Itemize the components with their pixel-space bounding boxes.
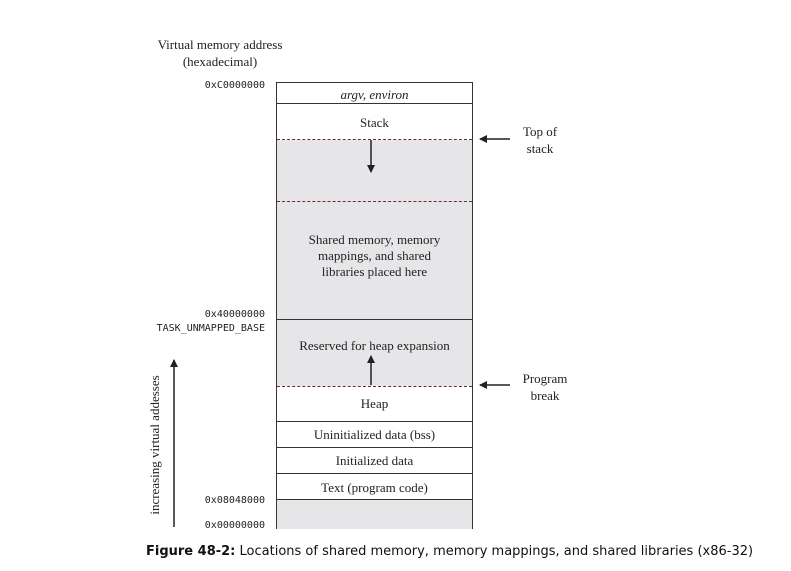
top-of-stack-label: Top of stack [522,124,558,156]
axis-title-line2: (hexadecimal) [182,54,258,69]
shared-upper-line [277,201,472,202]
figure-caption: Figure 48-2: Locations of shared memory,… [146,544,753,559]
divider-text [277,499,472,500]
divider-task-unmapped [277,319,472,320]
bss-label: Uninitialized data (bss) [313,427,436,442]
increasing-addresses-label: increasing virtual addesses [147,375,162,515]
divider-heap [277,421,472,422]
address-top: 0xC0000000 [204,80,265,91]
address-bottom: 0x00000000 [204,520,265,531]
caption-label: Figure 48-2: [146,544,236,559]
shared-memory-label: Shared memory, memory mappings, and shar… [308,232,441,279]
divider-data [277,473,472,474]
top-of-stack-line [277,139,472,140]
argv-environ-label: argv, environ [340,87,409,102]
address-middle: 0x40000000 [204,309,265,320]
divider-argv [277,103,472,104]
memory-layout-diagram: argv, environ Stack Shared memory, memor… [276,82,473,529]
program-break-line [277,386,472,387]
divider-bss [277,447,472,448]
low-unmapped-region [277,500,472,529]
shared-region [277,140,472,320]
address-middle-name: TASK_UNMAPPED_BASE [156,323,265,334]
address-text-start: 0x08048000 [204,495,265,506]
axis-title: Virtual memory address (hexadecimal) [120,36,320,70]
initialized-data-label: Initialized data [335,453,414,468]
program-break-label: Program break [522,371,568,403]
text-segment-label: Text (program code) [321,480,428,495]
axis-title-line1: Virtual memory address [157,37,283,52]
reserved-heap-label: Reserved for heap expansion [299,338,450,353]
stack-label: Stack [360,115,389,130]
heap-label: Heap [360,396,389,411]
caption-text: Locations of shared memory, memory mappi… [235,544,754,559]
reserved-region [277,320,472,386]
